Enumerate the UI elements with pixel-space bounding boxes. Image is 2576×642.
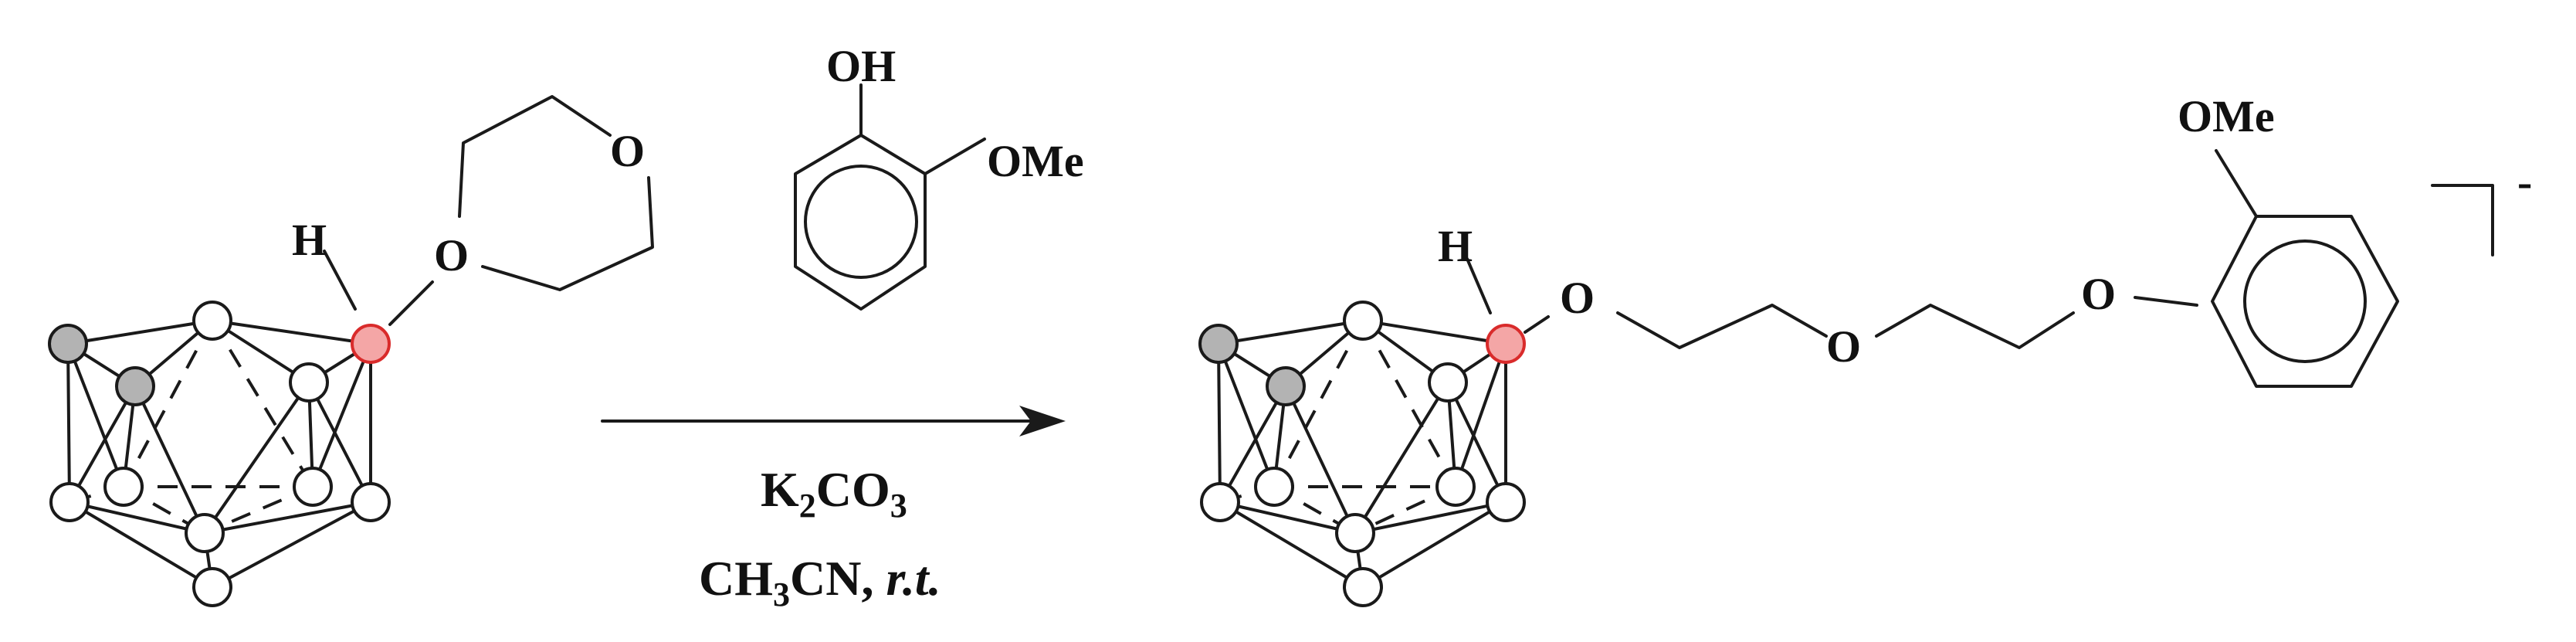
ether-chain: O O O [1560, 269, 2198, 372]
solvent-condition: CH3CN, r.t. [699, 551, 941, 613]
reactant-carborane-cage: H [48, 215, 434, 607]
ether-oxygen-3: O [2081, 269, 2116, 319]
carbon-vertex [48, 324, 88, 364]
carbon-vertex [115, 366, 155, 406]
carbon-vertex [1266, 366, 1306, 406]
substituted-boron [1486, 324, 1526, 364]
dioxane-ring: O O [434, 95, 654, 291]
dioxane-bridge-oxygen: O [434, 230, 469, 280]
reaction-arrow [601, 406, 1066, 436]
anion-charge: - [2517, 157, 2532, 207]
substituted-boron [351, 324, 391, 364]
dioxane-ring-oxygen: O [610, 126, 645, 176]
hydroxyl-label: OH [826, 41, 896, 91]
ether-oxygen-2: O [1826, 321, 1861, 372]
product-carborane-cage: H [1198, 221, 1550, 607]
reagent-methoxy-label: OMe [987, 136, 1084, 186]
product-vertex-h-label: H [1438, 221, 1473, 271]
ether-oxygen-1: O [1560, 273, 1595, 323]
product-aryl-ring: OMe [2178, 91, 2399, 388]
product-methoxy-label: OMe [2178, 91, 2275, 141]
anion-bracket: - [2431, 157, 2532, 256]
guaiacol-reagent: OH OMe [794, 41, 1084, 311]
base-condition: K2CO3 [761, 462, 907, 525]
carbon-vertex [1198, 324, 1239, 364]
vertex-h-label: H [292, 215, 327, 265]
